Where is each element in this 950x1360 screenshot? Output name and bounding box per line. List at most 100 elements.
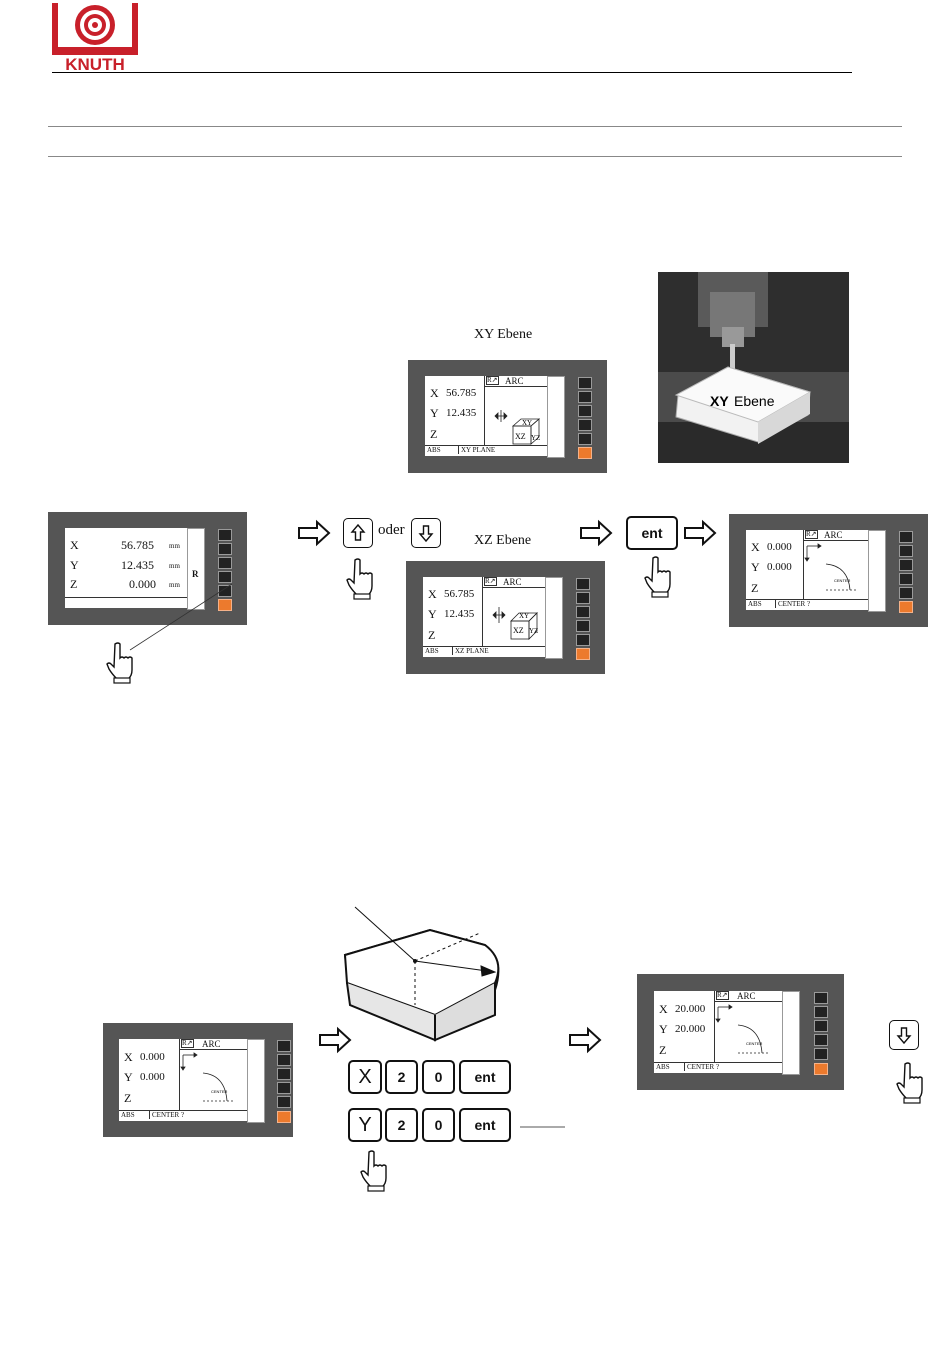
key-0[interactable]: 0 bbox=[422, 1108, 455, 1142]
dro-screen: X 0.000 Y 0.000 Z R↗ ARC CENTER ABS CENT… bbox=[119, 1039, 247, 1121]
center-arc-graphic: CENTER bbox=[804, 543, 856, 591]
status-left: ABS bbox=[427, 446, 441, 454]
softkey-orange[interactable] bbox=[277, 1111, 291, 1123]
softkey-4[interactable] bbox=[578, 419, 592, 431]
status-left: ABS bbox=[748, 600, 762, 608]
dro-screen: X 56.785 mm Y 12.435 mm Z 0.000 mm bbox=[65, 528, 187, 608]
softkey-2[interactable] bbox=[899, 545, 913, 557]
up-arrow-icon bbox=[350, 523, 366, 541]
softkey-orange[interactable] bbox=[578, 447, 592, 459]
screen-divider bbox=[714, 991, 715, 1062]
key-y[interactable]: Y bbox=[348, 1108, 382, 1142]
softkey-4[interactable] bbox=[576, 620, 590, 632]
softkey-3[interactable] bbox=[576, 606, 590, 618]
softkey-3[interactable] bbox=[578, 405, 592, 417]
status-bar: ABS CENTER ? bbox=[654, 1062, 782, 1073]
softkey-4[interactable] bbox=[218, 571, 232, 583]
y-value: 0.000 bbox=[767, 561, 792, 573]
oder-label: oder bbox=[378, 522, 405, 538]
dro-screen: X 56.785 Y 12.435 Z R↗ ARC XZ YZ XY ABS … bbox=[423, 577, 545, 657]
x-value: 56.785 bbox=[444, 588, 475, 600]
up-arrow-key[interactable] bbox=[343, 518, 373, 548]
hand-pointer-icon bbox=[644, 556, 671, 598]
cube-yz: YZ bbox=[531, 434, 540, 442]
softkey-2[interactable] bbox=[576, 592, 590, 604]
dro-panel-xz: X 56.785 Y 12.435 Z R↗ ARC XZ YZ XY ABS … bbox=[406, 561, 605, 674]
softkey-3[interactable] bbox=[218, 557, 232, 569]
softkey-5[interactable] bbox=[277, 1096, 291, 1108]
softkey-orange[interactable] bbox=[218, 599, 232, 611]
softkey-2[interactable] bbox=[277, 1054, 291, 1066]
softkey-1[interactable] bbox=[814, 992, 828, 1004]
dro-screen: X 56.785 Y 12.435 Z R↗ ARC XZ YZ XY ABS … bbox=[425, 376, 547, 456]
key-ent[interactable]: ent bbox=[459, 1108, 511, 1142]
hand-pointer-icon bbox=[360, 1150, 387, 1192]
y-unit: mm bbox=[169, 562, 180, 570]
key-0[interactable]: 0 bbox=[422, 1060, 455, 1094]
softkey-1[interactable] bbox=[578, 377, 592, 389]
hand-pointer-icon bbox=[346, 558, 373, 600]
x-axis-label: X bbox=[430, 386, 439, 400]
softkey-5[interactable] bbox=[814, 1048, 828, 1060]
dro-panel-center-3: X 20.000 Y 20.000 Z R↗ ARC CENTER ABS CE… bbox=[637, 974, 844, 1090]
softkey-5[interactable] bbox=[218, 585, 232, 597]
y-value: 20.000 bbox=[675, 1023, 706, 1035]
cube-yz: YZ bbox=[529, 627, 538, 635]
y-value: 0.000 bbox=[140, 1071, 165, 1083]
dro-panel-center-2: X 0.000 Y 0.000 Z R↗ ARC CENTER ABS CENT… bbox=[103, 1023, 293, 1137]
status-bar: ABS XY PLANE bbox=[425, 445, 547, 456]
key-2[interactable]: 2 bbox=[385, 1060, 418, 1094]
plane-cube-icon: XZ YZ XY bbox=[492, 607, 538, 640]
flow-arrow-icon bbox=[580, 519, 613, 547]
softkey-1[interactable] bbox=[576, 578, 590, 590]
softkey-3[interactable] bbox=[814, 1020, 828, 1032]
softkey-4[interactable] bbox=[899, 573, 913, 585]
arc-mode-label: ARC bbox=[824, 530, 843, 540]
softkey-1[interactable] bbox=[218, 529, 232, 541]
softkey-3[interactable] bbox=[277, 1068, 291, 1080]
key-2[interactable]: 2 bbox=[385, 1108, 418, 1142]
y-value: 12.435 bbox=[444, 608, 475, 620]
softkey-1[interactable] bbox=[277, 1040, 291, 1052]
center-text: CENTER bbox=[834, 578, 851, 583]
softkey-4[interactable] bbox=[277, 1082, 291, 1094]
cube-xy: XY bbox=[522, 419, 532, 427]
softkey-column: R bbox=[187, 528, 205, 610]
softkey-orange[interactable] bbox=[899, 601, 913, 613]
softkey-5[interactable] bbox=[576, 634, 590, 646]
softkey-orange[interactable] bbox=[814, 1063, 828, 1075]
softkey-3[interactable] bbox=[899, 559, 913, 571]
arc-icon: R↗ bbox=[716, 991, 729, 1000]
softkey-2[interactable] bbox=[814, 1006, 828, 1018]
z-axis-label: Z bbox=[70, 577, 78, 591]
xz-plane-title: XZ Ebene bbox=[474, 533, 532, 548]
y-value: 12.435 bbox=[446, 407, 477, 419]
header-rule bbox=[52, 72, 852, 73]
softkey-2[interactable] bbox=[578, 391, 592, 403]
softkey-5[interactable] bbox=[899, 587, 913, 599]
x-axis-label: X bbox=[751, 540, 760, 554]
down-arrow-key[interactable] bbox=[411, 518, 441, 548]
key-ent[interactable]: ent bbox=[459, 1060, 511, 1094]
divider-2 bbox=[48, 156, 902, 157]
x-axis-label: X bbox=[428, 587, 437, 601]
dro-panel-xy: X 56.785 Y 12.435 Z R↗ ARC XZ YZ XY ABS … bbox=[408, 360, 607, 473]
key-x[interactable]: X bbox=[348, 1060, 382, 1094]
dro-panel-main: X 56.785 mm Y 12.435 mm Z 0.000 mm R bbox=[48, 512, 247, 625]
softkey-orange[interactable] bbox=[576, 648, 590, 660]
milling-photo-graphic: XY Ebene bbox=[658, 272, 849, 463]
softkey-2[interactable] bbox=[218, 543, 232, 555]
flow-arrow-icon bbox=[684, 519, 717, 547]
softkey-5[interactable] bbox=[578, 433, 592, 445]
down-arrow-key-2[interactable] bbox=[889, 1020, 919, 1050]
status-bar: ABS CENTER ? bbox=[119, 1110, 247, 1121]
y-axis-label: Y bbox=[70, 558, 79, 572]
softkey-4[interactable] bbox=[814, 1034, 828, 1046]
ent-key[interactable]: ent bbox=[626, 516, 678, 550]
screen-divider bbox=[482, 577, 483, 646]
x-value: 56.785 bbox=[446, 387, 477, 399]
z-unit: mm bbox=[169, 581, 180, 589]
softkey-1[interactable] bbox=[899, 531, 913, 543]
status-right: CENTER ? bbox=[149, 1111, 184, 1119]
arc-mode-bar: R↗ ARC bbox=[483, 577, 545, 588]
